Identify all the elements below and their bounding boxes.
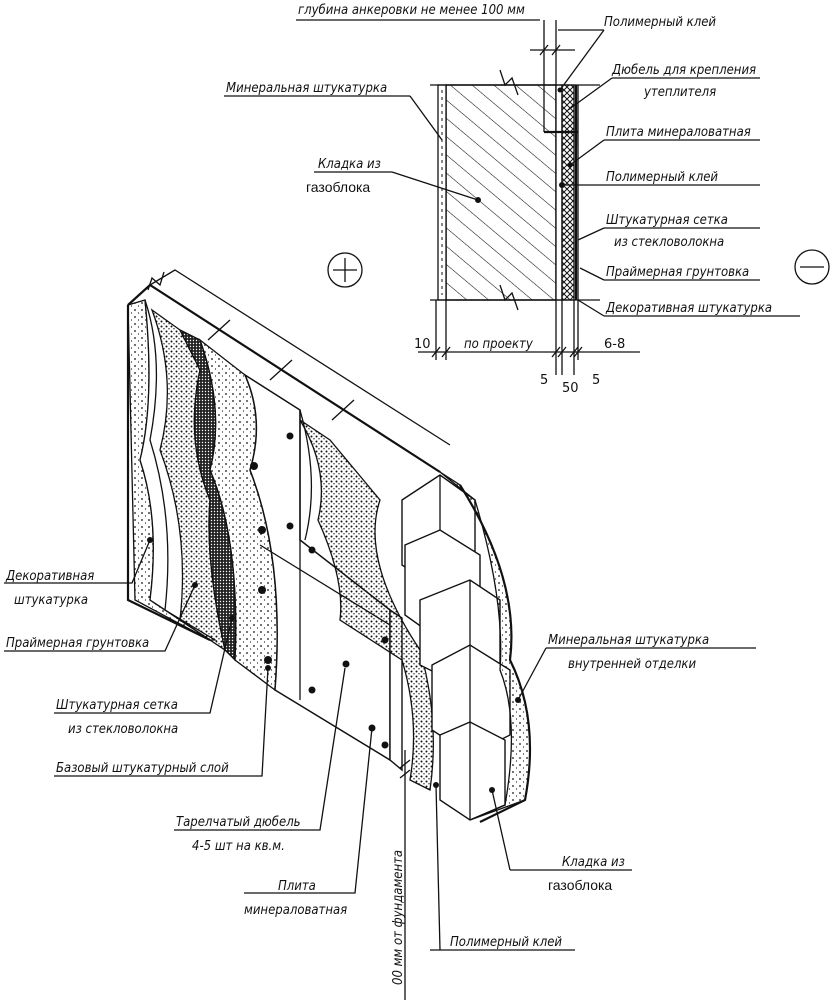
label-masonry-1: Кладка из [318,157,381,172]
masonry-blocks [401,474,511,821]
label-iso-masonry-2: газоблока [548,877,612,893]
label-polymer-glue: Полимерный клей [606,170,718,185]
label-iso-base-coat: Базовый штукатурный слой [56,761,229,776]
label-decor-plaster: Декоративная штукатурка [605,301,772,316]
label-mesh-1: Штукатурная сетка [606,213,728,228]
label-primer: Праймерная грунтовка [606,265,749,280]
cross-section: глубина анкеровки не менее 100 мм Полиме… [224,3,830,396]
dim-10: 10 [414,337,431,352]
dim-project: по проекту [464,337,534,352]
dim-5b: 5 [592,373,600,388]
label-iso-primer: Праймерная грунтовка [6,636,149,651]
dim-5a: 5 [540,373,548,388]
label-iso-wool-1: Плита [278,879,316,894]
label-iso-inner-1: Минеральная штукатурка [548,633,709,648]
label-mineral-plaster: Минеральная штукатурка [226,81,387,96]
label-iso-polymer-glue: Полимерный клей [450,935,562,950]
label-anchor-depth: глубина анкеровки не менее 100 мм [298,3,525,18]
label-iso-mesh-2: из стекловолокна [68,722,178,737]
dim-6-8: 6-8 [604,337,625,352]
label-masonry-2: газоблока [306,179,370,195]
label-iso-masonry-1: Кладка из [562,855,625,870]
dim-50: 50 [562,381,579,396]
label-iso-mesh-1: Штукатурная сетка [56,698,178,713]
label-iso-foundation: 00 мм от фундамента [391,850,406,985]
label-dowel-2: утеплителя [643,85,716,100]
label-polymer-glue-top: Полимерный клей [604,15,716,30]
label-mineral-wool: Плита минераловатная [606,125,751,140]
label-iso-inner-2: внутренней отделки [568,657,696,672]
label-iso-decor-2: штукатурка [14,593,88,608]
label-mesh-2: из стекловолокна [614,235,724,250]
label-dowel-1: Дюбель для крепления [611,63,756,78]
label-iso-dowel-2: 4-5 шт на кв.м. [192,839,285,854]
label-iso-wool-2: минераловатная [244,903,347,918]
label-iso-decor-1: Декоративная [5,569,94,584]
isometric-view: Декоративная штукатурка Праймерная грунт… [4,269,756,1000]
label-iso-dowel-1: Тарелчатый дюбель [176,815,301,830]
